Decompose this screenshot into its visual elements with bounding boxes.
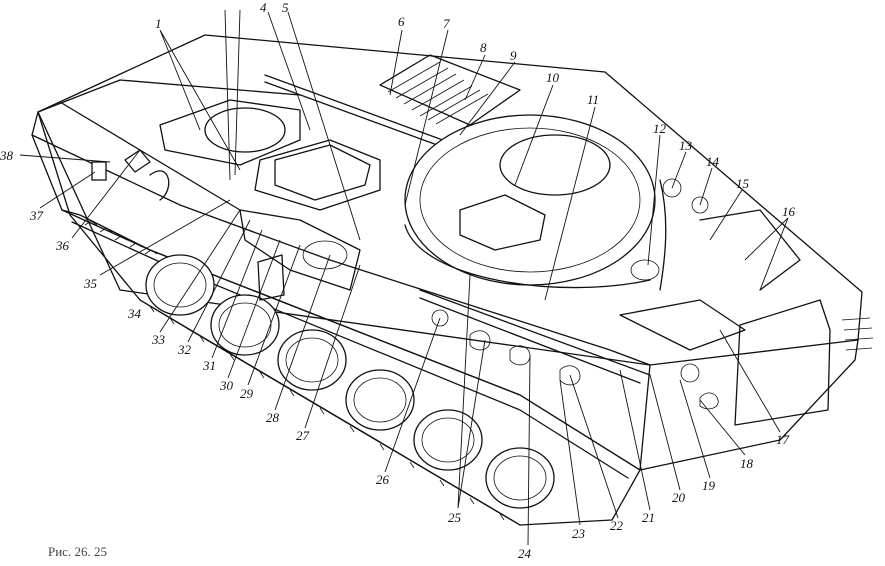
front-hatches xyxy=(159,99,381,211)
rear-compartment xyxy=(419,178,801,410)
callout-38: 38 xyxy=(0,148,14,163)
callout-26: 26 xyxy=(376,472,390,487)
callout-11: 11 xyxy=(587,92,599,107)
callout-24: 24 xyxy=(518,546,532,561)
callout-36: 36 xyxy=(55,238,70,253)
leader-lines xyxy=(19,9,789,546)
callout-33: 33 xyxy=(151,332,166,347)
callout-7: 7 xyxy=(443,16,450,31)
callout-6: 6 xyxy=(398,14,405,29)
callout-23: 23 xyxy=(572,526,586,541)
callout-25: 25 xyxy=(448,510,462,525)
callout-15: 15 xyxy=(736,176,750,191)
callout-17: 17 xyxy=(776,432,790,447)
callout-21: 21 xyxy=(642,510,655,525)
turret xyxy=(404,114,656,289)
callout-10: 10 xyxy=(546,70,560,85)
callout-28: 28 xyxy=(266,410,280,425)
callout-14: 14 xyxy=(706,154,720,169)
callout-29: 29 xyxy=(240,386,254,401)
callout-27: 27 xyxy=(296,428,310,443)
callout-16: 16 xyxy=(782,204,796,219)
callout-1: 1 xyxy=(155,16,162,31)
callout-5: 5 xyxy=(282,0,289,15)
callout-20: 20 xyxy=(672,490,686,505)
callout-8: 8 xyxy=(480,40,487,55)
callout-30: 30 xyxy=(219,378,234,393)
front-compartment xyxy=(91,149,361,301)
callout-12: 12 xyxy=(653,121,667,136)
callout-22: 22 xyxy=(610,518,624,533)
callout-37: 37 xyxy=(29,208,44,223)
callout-19: 19 xyxy=(702,478,716,493)
figure-caption: Рис. 26. 25 xyxy=(48,544,107,559)
callout-labels: 1 4 5 6 7 8 9 10 11 12 13 14 15 16 17 18… xyxy=(0,0,796,561)
callout-34: 34 xyxy=(127,306,142,321)
callout-18: 18 xyxy=(740,456,754,471)
track-assembly xyxy=(61,209,641,526)
callout-35: 35 xyxy=(83,276,98,291)
callout-9: 9 xyxy=(510,48,517,63)
callout-32: 32 xyxy=(177,342,192,357)
callout-4: 4 xyxy=(260,0,267,15)
engine-grille xyxy=(264,54,521,158)
callout-31: 31 xyxy=(202,358,216,373)
callout-13: 13 xyxy=(679,138,693,153)
